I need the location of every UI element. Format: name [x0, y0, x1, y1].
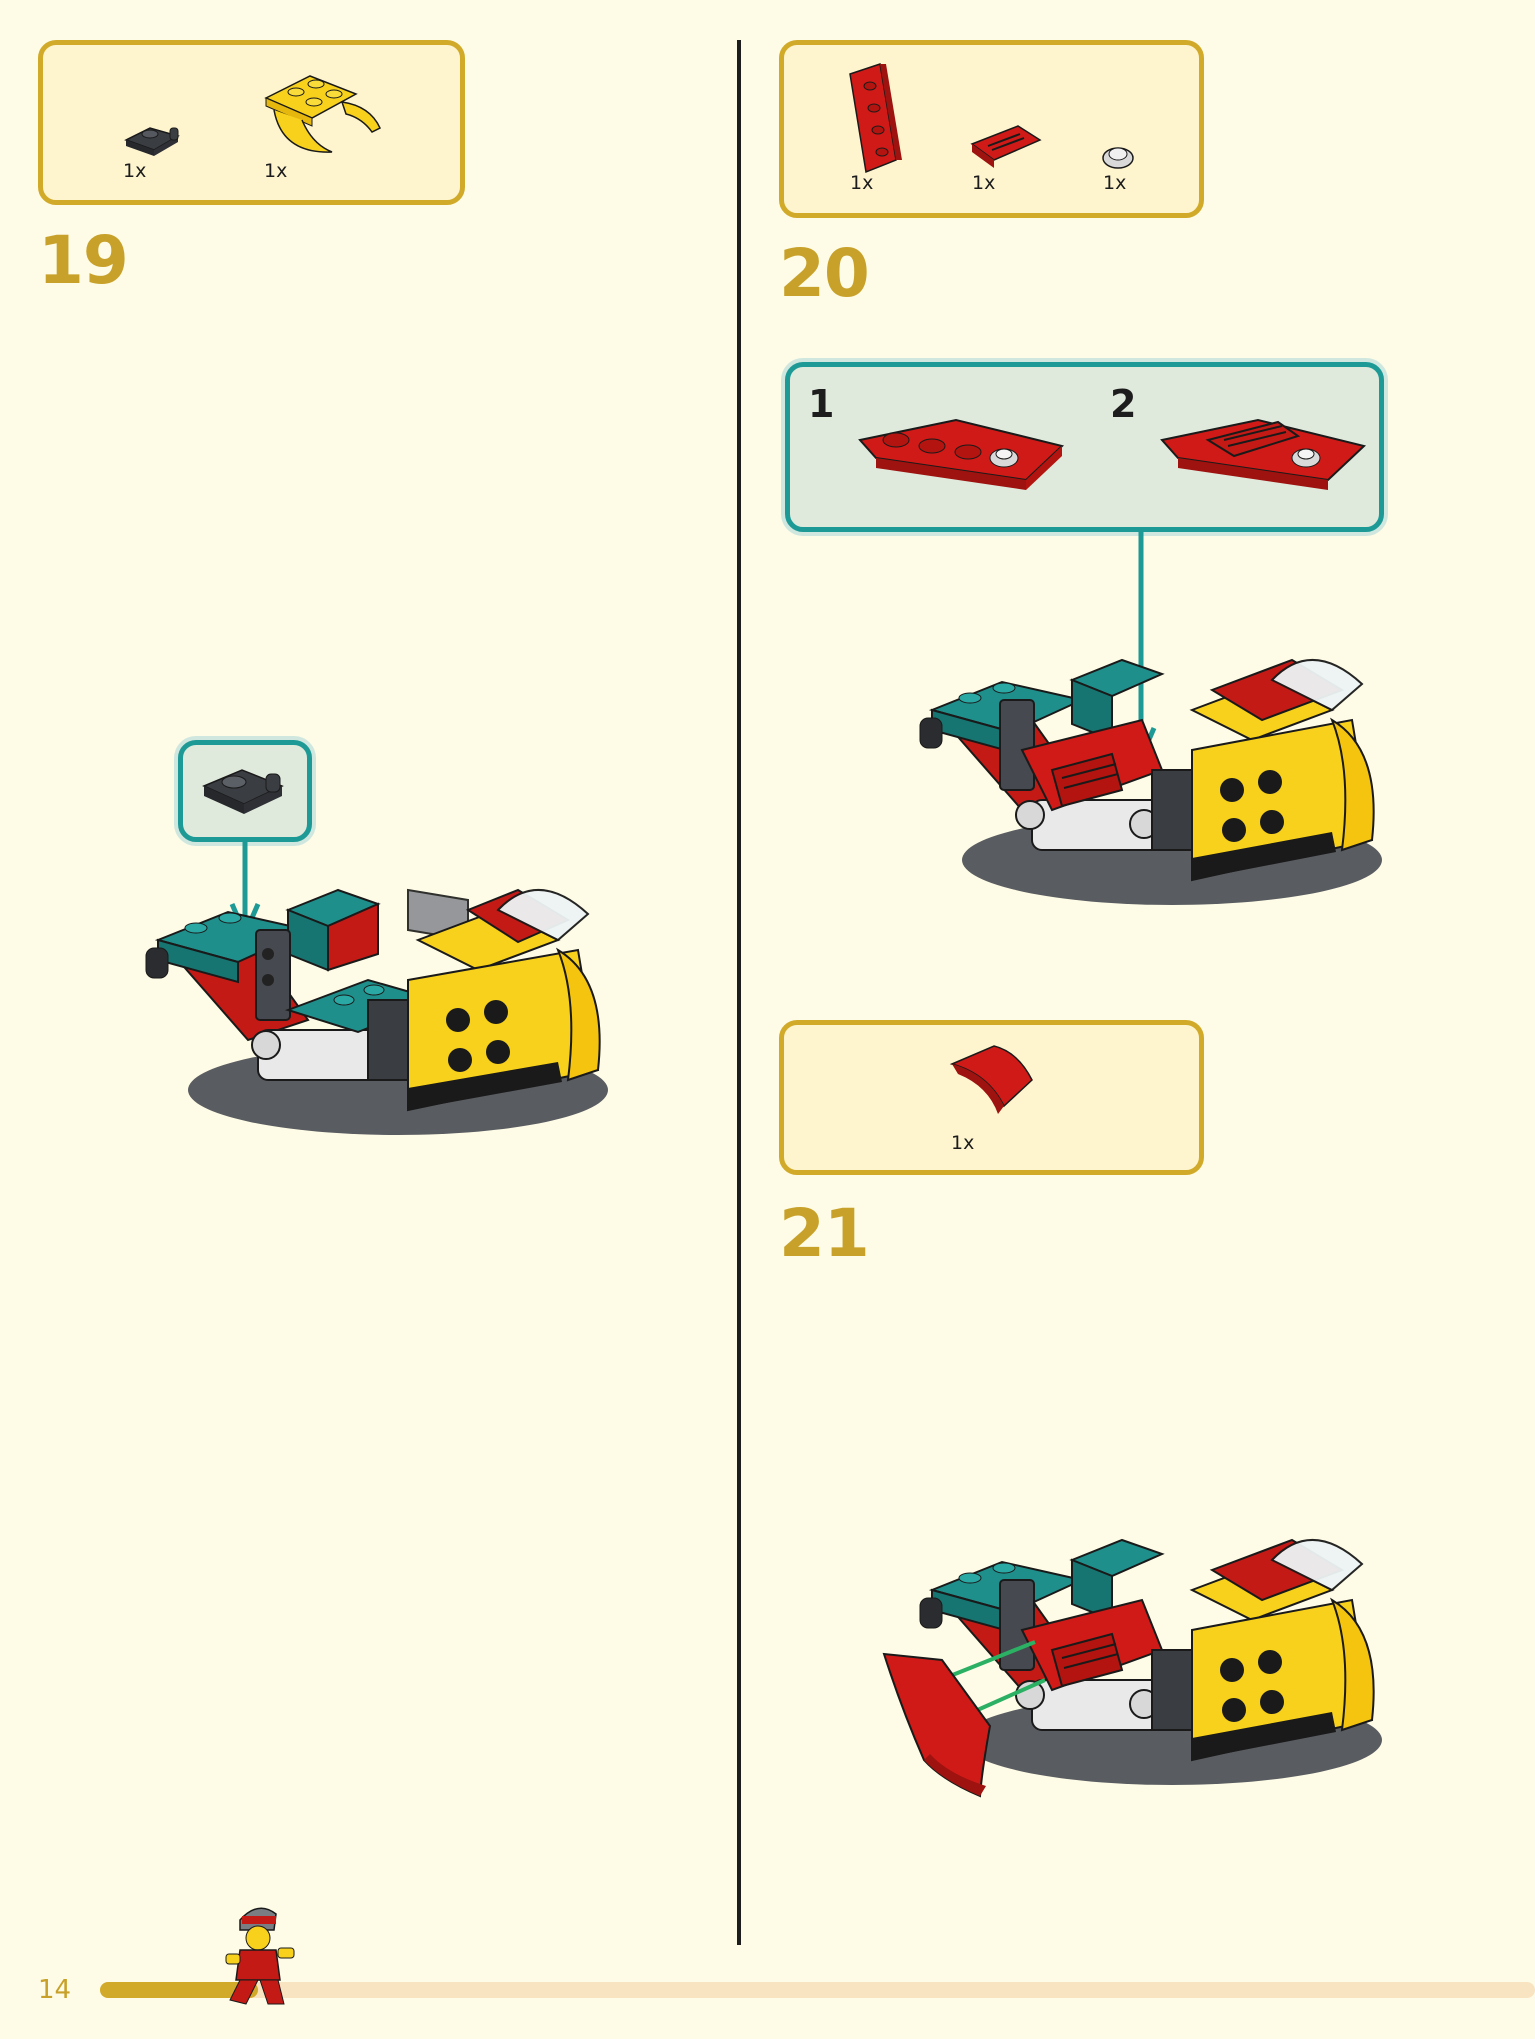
step-19-parts-box [38, 40, 465, 205]
substep-1-red-wedge-icon [858, 418, 1065, 490]
part-qty: 1x [951, 1132, 975, 1154]
step-number: 21 [779, 1195, 870, 1272]
vehicle-model-illustration [145, 888, 608, 1135]
progress-track [100, 1982, 1535, 1998]
part-qty: 1x [972, 172, 996, 194]
vehicle-model-illustration [919, 658, 1382, 905]
step-20-parts-box [779, 40, 1204, 218]
step-number: 19 [38, 222, 129, 299]
part-qty: 1x [264, 160, 288, 182]
substep-2-red-wedge-with-grille-icon [1160, 418, 1367, 490]
step-number: 20 [779, 235, 870, 312]
red-wedge-plate-icon [849, 63, 902, 174]
red-curved-slope-attaching-icon [882, 1652, 992, 1798]
red-curved-slope-icon [949, 1045, 1033, 1114]
part-qty: 1x [123, 160, 147, 182]
minifigure-runner-icon [225, 1907, 295, 2005]
progress-fill [100, 1982, 258, 1998]
part-qty: 1x [1103, 172, 1127, 194]
vehicle-model-illustration [919, 1538, 1382, 1785]
yellow-curved-plate-icon [264, 75, 381, 153]
callout-clip-plate-icon [202, 769, 284, 814]
light-gray-round-tile-icon [1102, 147, 1134, 169]
column-divider [737, 40, 741, 1945]
red-grille-slope-icon [970, 125, 1042, 168]
page-number: 14 [38, 1975, 72, 2005]
substep-number: 2 [1110, 382, 1137, 426]
substep-number: 1 [808, 382, 835, 426]
dark-gray-clip-plate-icon [124, 127, 180, 156]
part-qty: 1x [850, 172, 874, 194]
